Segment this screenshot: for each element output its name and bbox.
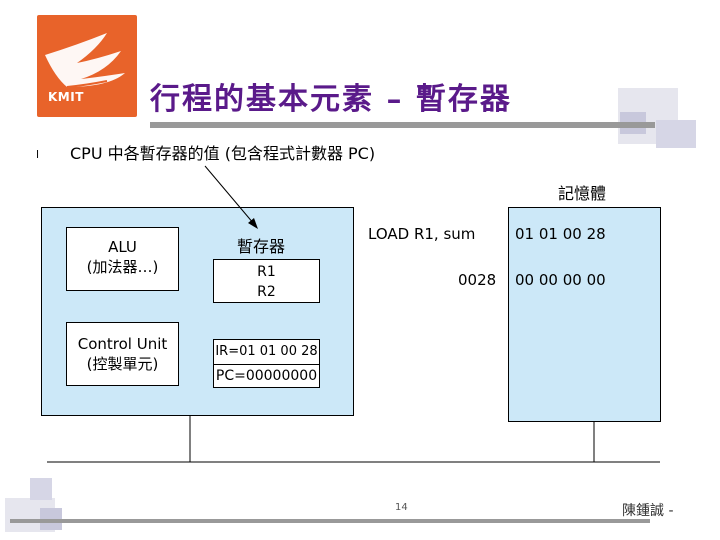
kmit-logo: [37, 15, 137, 117]
memory-cell-1: 01 01 00 28: [515, 225, 606, 243]
control-unit-sublabel: (控製單元): [86, 355, 159, 373]
control-unit-label: Control Unit: [77, 335, 168, 353]
bullet-marker: l: [36, 148, 40, 161]
pointer-arrow-line: [204, 165, 255, 225]
footer-author: 陳鍾誠 -: [622, 503, 674, 519]
register-box: R1 R2: [213, 259, 320, 303]
alu-sublabel: (加法器…): [86, 258, 159, 276]
memory-address: 0028: [458, 271, 497, 289]
control-unit-box: Control Unit (控製單元): [66, 322, 179, 386]
register-r1: R1: [257, 264, 276, 280]
pc-register: PC=00000000: [213, 364, 320, 388]
memory-cell-2: 00 00 00 00: [515, 271, 606, 289]
ir-register: IR=01 01 00 28: [213, 339, 320, 365]
page-number: 14: [395, 502, 408, 513]
title-underline: [150, 122, 655, 128]
memory-label: 記憶體: [558, 184, 607, 203]
footer-rule: [10, 519, 650, 523]
register-label: 暫存器: [237, 237, 286, 256]
page-title: 行程的基本元素 – 暫存器: [150, 82, 512, 117]
decorative-square: [30, 478, 52, 500]
pointer-arrowhead: [248, 218, 258, 229]
alu-label: ALU: [108, 238, 137, 256]
bullet-text: CPU 中各暫存器的值 (包含程式計數器 PC): [70, 144, 376, 163]
alu-box: ALU (加法器…): [66, 227, 179, 291]
logo-text: KMIT: [48, 90, 84, 104]
logo-bird-icon: [45, 33, 125, 88]
register-r2: R2: [257, 284, 276, 300]
decorative-square: [656, 120, 696, 148]
memory-box: [508, 207, 661, 422]
instruction-label: LOAD R1, sum: [368, 225, 476, 243]
